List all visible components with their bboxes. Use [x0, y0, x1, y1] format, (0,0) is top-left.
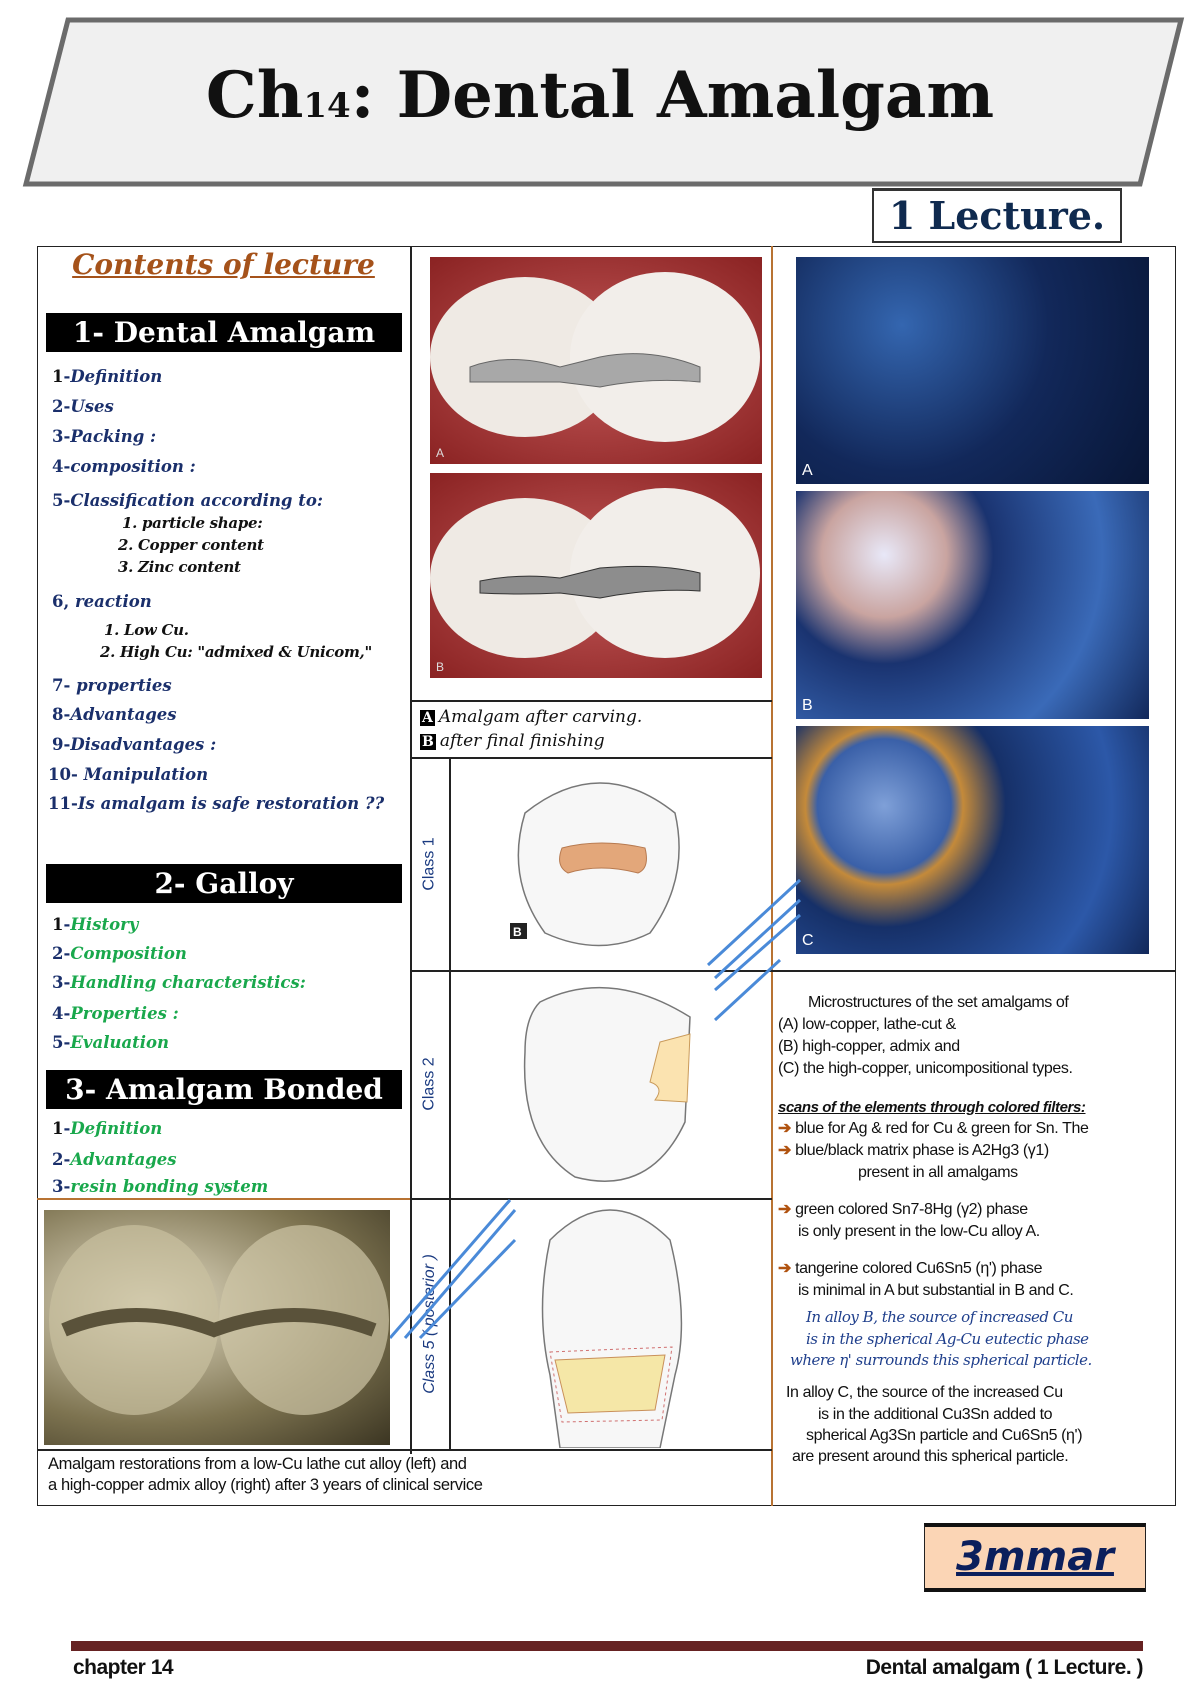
micro-intro: (B) high-copper, admix and [778, 1038, 960, 1055]
class-1-tooth-drawing: B [510, 782, 680, 947]
micro-intro: (A) low-copper, lathe-cut & [778, 1016, 956, 1033]
divider [410, 1198, 772, 1200]
toc-item[interactable]: 2-Advantages [52, 1150, 177, 1169]
divider [449, 757, 451, 1449]
toc-item[interactable]: 3-Packing : [52, 427, 157, 446]
divider [410, 757, 772, 759]
section-heading-amalgam-bonded: 3- Amalgam Bonded [46, 1070, 402, 1109]
micrograph-label: A [802, 462, 813, 479]
clinical-restorations-photo [44, 1210, 390, 1445]
page-title: Ch14: Dental Amalgam [205, 58, 995, 133]
toc-item[interactable]: 3-Handling characteristics: [52, 973, 306, 992]
toc-item[interactable]: 10- Manipulation [48, 765, 209, 784]
micrograph-b: B [796, 491, 1149, 719]
contents-title: Contents of lecture [72, 248, 375, 281]
scans-line: ➔ blue for Ag & red for Cu & green for S… [778, 1120, 1089, 1137]
divider [410, 970, 1176, 972]
toc-item[interactable]: 1-Definition [52, 367, 163, 386]
tangerine-phase: ➔ tangerine colored Cu6Sn5 (η') phase [778, 1260, 1043, 1277]
toc-item[interactable]: 4-composition : [52, 457, 196, 476]
toc-subitem: 2. Copper content [118, 536, 264, 554]
footer-bar [71, 1641, 1143, 1651]
alloy-b-note: is in the spherical Ag-Cu eutectic phase [806, 1330, 1089, 1348]
toc-item[interactable]: 8-Advantages [52, 705, 177, 724]
alloy-c-note: is in the additional Cu3Sn added to [818, 1406, 1053, 1423]
photo-label: B [436, 660, 445, 674]
micrograph-label: B [802, 697, 813, 714]
green-phase: ➔ green colored Sn7-8Hg (γ2) phase [778, 1201, 1028, 1218]
class-1-tag: B [513, 925, 522, 939]
alloy-c-note: are present around this spherical partic… [792, 1448, 1069, 1465]
toc-item[interactable]: 5-Evaluation [52, 1033, 170, 1052]
amalgam-finished-photo: B [430, 473, 762, 678]
photo-label: A [436, 446, 445, 460]
micrograph-c: C [796, 726, 1149, 954]
section-heading-dental-amalgam: 1- Dental Amalgam [46, 313, 402, 352]
divider [410, 246, 412, 1454]
author-stamp: 3mmar [924, 1523, 1146, 1592]
green-phase: is only present in the low-Cu alloy A. [798, 1223, 1040, 1240]
toc-item[interactable]: 6, reaction [52, 592, 152, 611]
footer-chapter: chapter 14 [73, 1656, 174, 1679]
alloy-b-note: In alloy B, the source of increased Cu [806, 1308, 1073, 1326]
alloy-c-note: In alloy C, the source of the increased … [786, 1384, 1063, 1401]
decorative-lines [390, 878, 802, 1340]
class-2-tooth-drawing [523, 986, 691, 1182]
title-banner [22, 17, 1185, 187]
toc-item[interactable]: 5-Classification according to: [52, 491, 323, 510]
toc-item[interactable]: 4-Properties : [52, 1004, 179, 1023]
section-heading-galloy: 2- Galloy [46, 864, 402, 903]
divider [37, 1198, 411, 1200]
micro-intro: Microstructures of the set amalgams of [808, 994, 1069, 1011]
toc-subitem: 1. Low Cu. [104, 621, 189, 639]
toc-item[interactable]: 1-History [52, 915, 139, 934]
footer-title: Dental amalgam ( 1 Lecture. ) [865, 1656, 1144, 1679]
toc-item[interactable]: 3-resin bonding system [52, 1177, 269, 1196]
toc-item[interactable]: 2-Uses [52, 397, 114, 416]
divider [771, 246, 773, 1506]
toc-item[interactable]: 2-Composition [52, 944, 187, 963]
micrograph-a: A [796, 257, 1149, 484]
content-table [37, 246, 1176, 1506]
divider [410, 700, 772, 702]
toc-item[interactable]: 11-Is amalgam is safe restoration ?? [48, 794, 385, 813]
toc-subitem: 2. High Cu: "admixed & Unicom," [100, 643, 372, 661]
tangerine-phase: is minimal in A but substantial in B and… [798, 1282, 1074, 1299]
scans-heading: scans of the elements through colored fi… [778, 1099, 1086, 1116]
divider [37, 1449, 772, 1451]
micro-intro: (C) the high-copper, unicompositional ty… [778, 1060, 1073, 1077]
micrograph-label: C [802, 932, 814, 949]
toc-item[interactable]: 9-Disadvantages : [52, 735, 217, 754]
alloy-b-note: where η' surrounds this spherical partic… [790, 1351, 1092, 1369]
toc-item[interactable]: 1-Definition [52, 1119, 163, 1138]
clinical-photo-caption: Amalgam restorations from a low-Cu lathe… [48, 1455, 483, 1494]
class-5-tooth-drawing [541, 1209, 683, 1448]
scans-line: ➔ blue/black matrix phase is A2Hg3 (γ1) [778, 1142, 1049, 1159]
alloy-c-note: spherical Ag3Sn particle and Cu6Sn5 (η') [806, 1427, 1083, 1444]
toc-subitem: 3. Zinc content [118, 558, 241, 576]
toc-subitem: 1. particle shape: [122, 514, 263, 532]
scans-line: present in all amalgams [858, 1164, 1018, 1181]
toc-item[interactable]: 7- properties [52, 676, 172, 695]
amalgam-carved-photo: A [430, 257, 762, 464]
lecture-badge: 1 Lecture. [872, 188, 1122, 243]
